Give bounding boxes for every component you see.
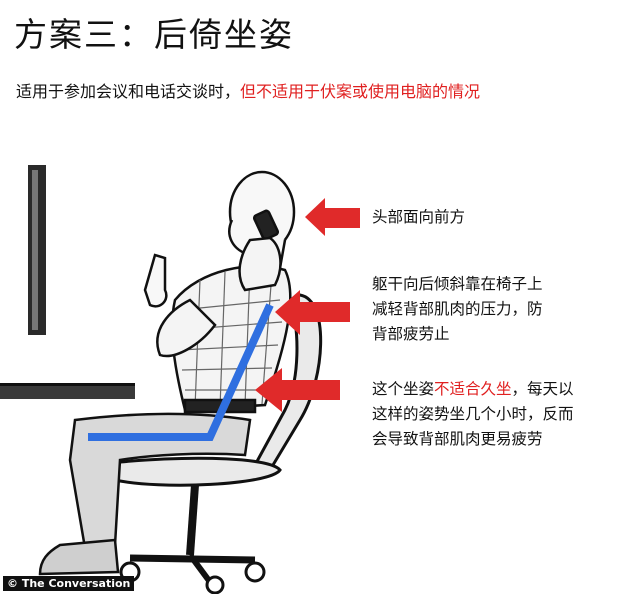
annotation-warning-line-2: 这样的姿势坐几个小时，反而 <box>372 405 574 423</box>
title: 方案三：后倚坐姿 <box>14 15 294 54</box>
annotation-head: 头部面向前方 <box>372 208 466 226</box>
desk <box>0 385 135 399</box>
arrow-warning <box>255 368 340 412</box>
subtitle-normal: 适用于参加会议和电话交谈时， <box>16 82 241 101</box>
warning-highlight: 不适合久坐 <box>434 380 512 398</box>
annotation-warning-line-3: 会导致背部肌肉更易疲劳 <box>372 430 543 448</box>
arrow-lean-back <box>275 290 350 335</box>
annotation-lean-line-1: 躯干向后倾斜靠在椅子上 <box>372 275 543 293</box>
posture-line <box>88 303 274 441</box>
annotation-warning-line-1: 这个坐姿不适合久坐，每天以 <box>372 380 574 398</box>
annotation-lean-line-3: 背部疲劳止 <box>372 325 450 343</box>
annotation-warning: 这个坐姿不适合久坐，每天以 这样的姿势坐几个小时，反而 会导致背部肌肉更易疲劳 <box>372 377 574 452</box>
annotation-lean-line-2: 减轻背部肌肉的压力，防 <box>372 300 543 318</box>
annotation-lean: 躯干向后倾斜靠在椅子上 减轻背部肌肉的压力，防 背部疲劳止 <box>372 272 543 347</box>
subtitle: 适用于参加会议和电话交谈时，但不适用于伏案或使用电脑的情况 <box>16 78 480 102</box>
credit: © The Conversation <box>3 576 135 591</box>
subtitle-highlight: 但不适用于伏案或使用电脑的情况 <box>240 82 481 101</box>
person <box>38 170 296 576</box>
arrow-head-direction <box>305 198 360 236</box>
chair <box>113 293 323 594</box>
